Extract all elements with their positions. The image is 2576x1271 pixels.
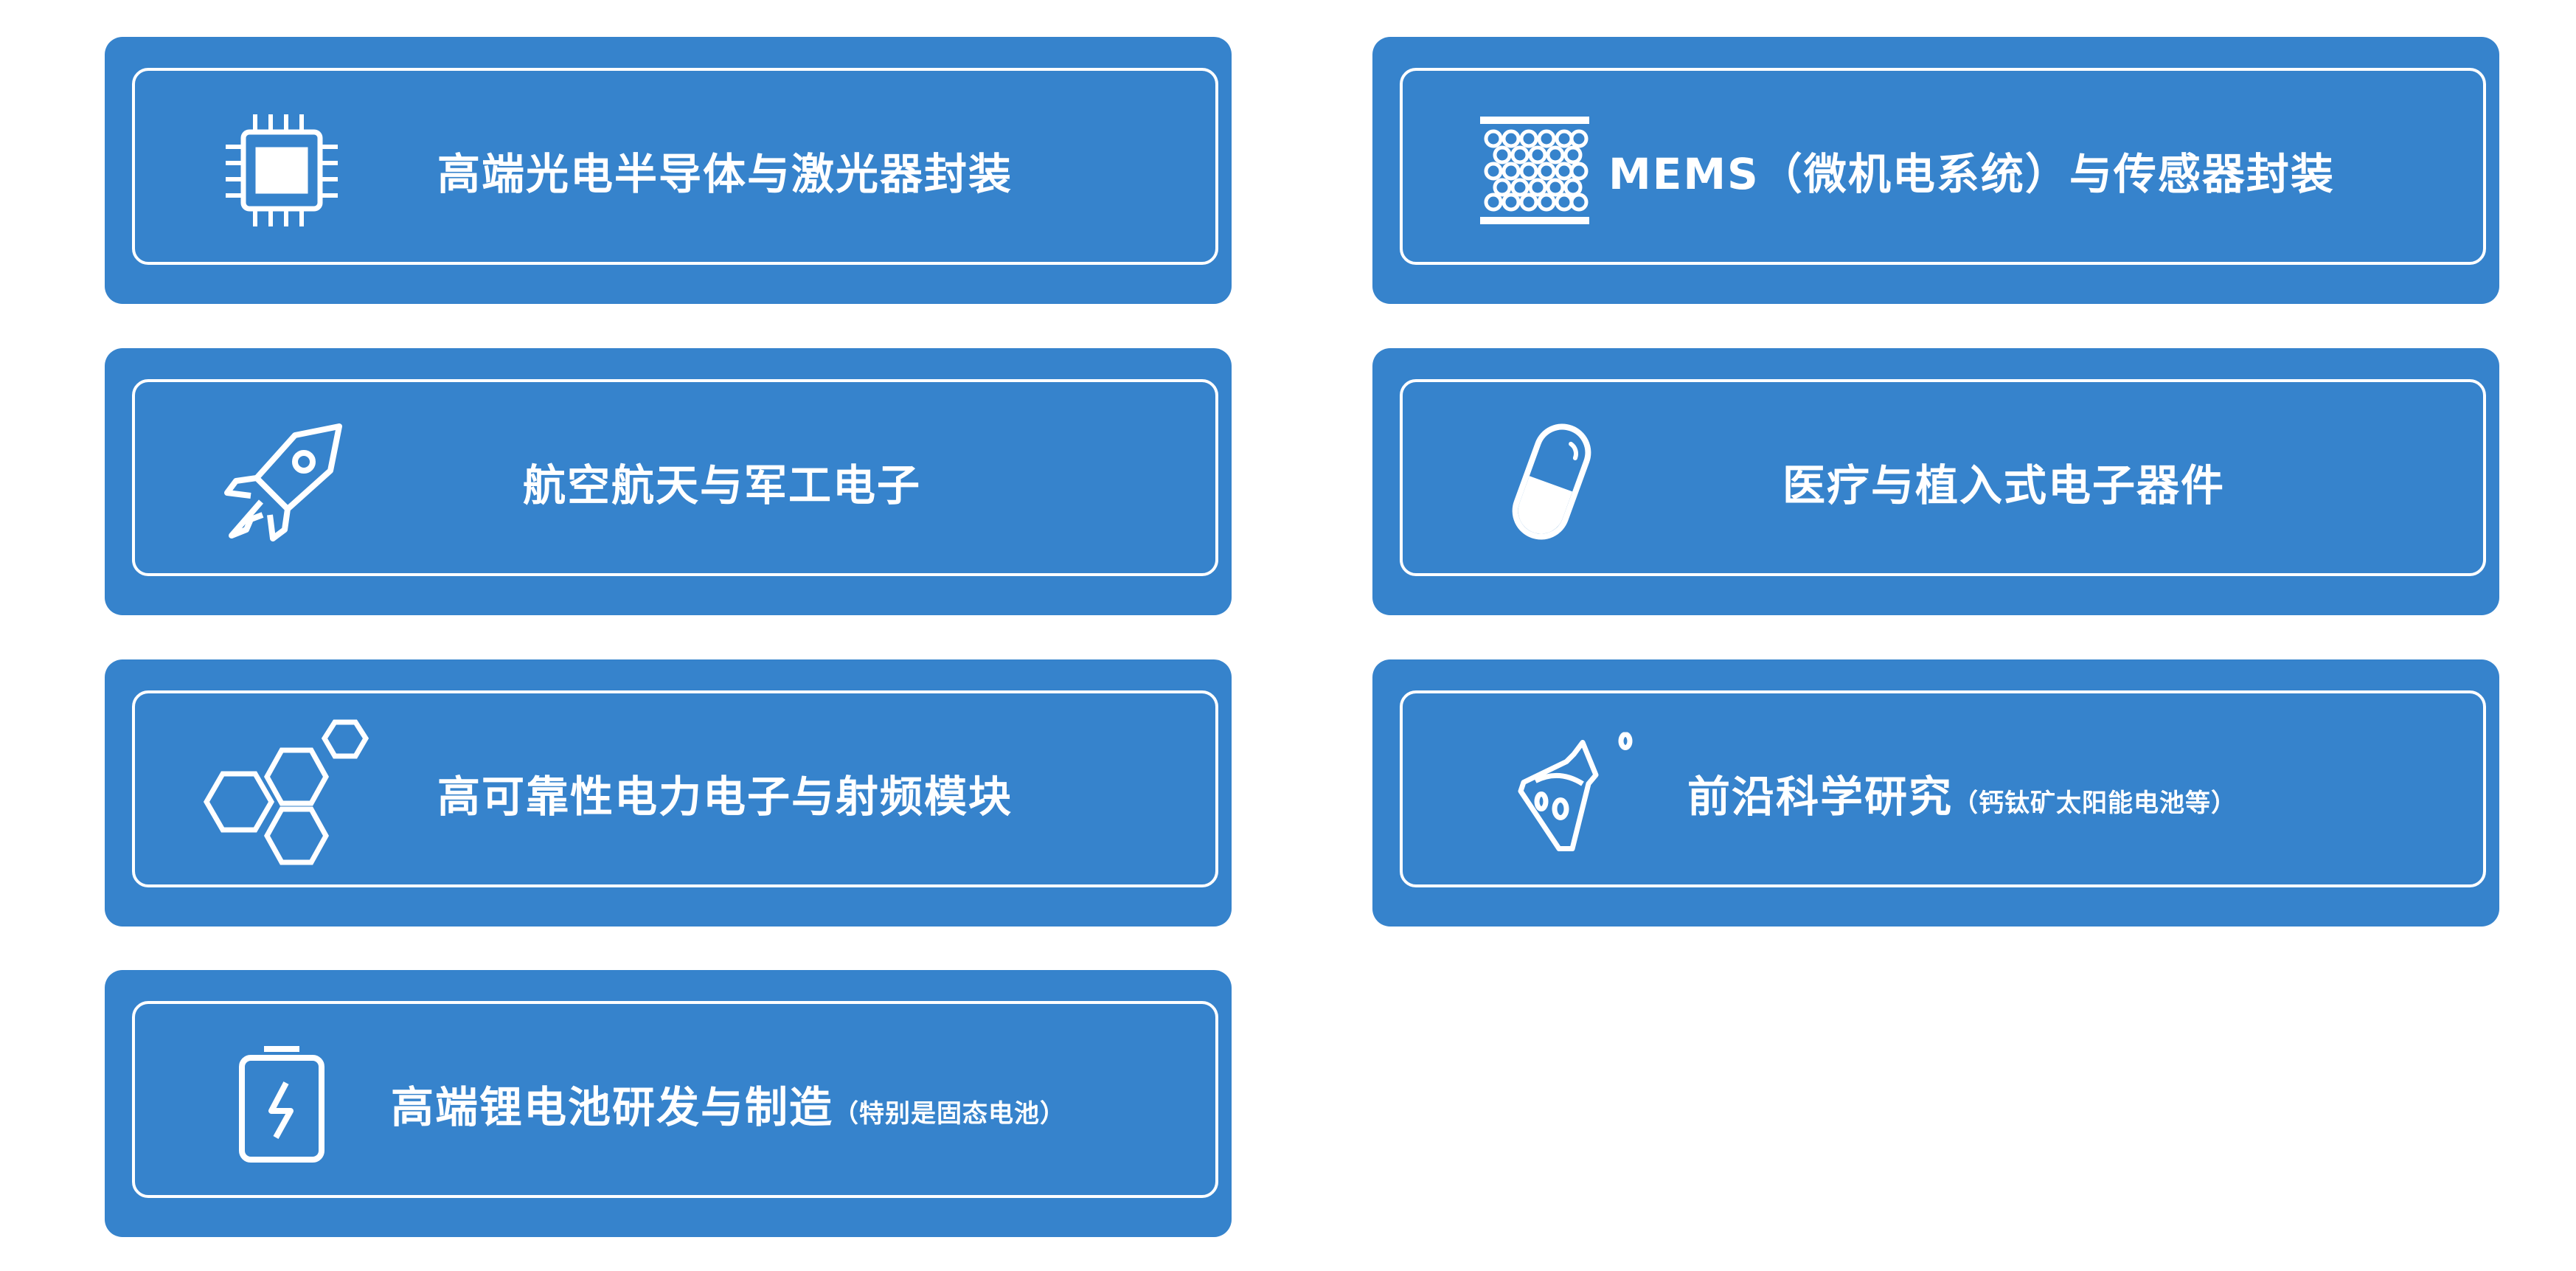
chip-icon xyxy=(223,111,341,229)
capsule-icon xyxy=(1504,419,1600,544)
card-inner-border xyxy=(1400,690,2486,887)
card-aerospace-military: 航空航天与军工电子 xyxy=(105,348,1232,615)
card-medical-implant: 医疗与植入式电子器件 xyxy=(1372,348,2499,615)
card-title-main: 高端锂电池研发与制造 xyxy=(391,1082,834,1132)
card-title: 高端锂电池研发与制造（特别是固态电池） xyxy=(391,1073,1066,1135)
card-title-note: （钙钛矿太阳能电池等） xyxy=(1953,789,2237,818)
card-title: MEMS（微机电系统）与传感器封装 xyxy=(1608,149,2335,199)
card-inner-border xyxy=(132,1001,1218,1198)
flask-icon xyxy=(1515,732,1636,854)
card-inner-border xyxy=(132,379,1218,576)
card-inner-border xyxy=(132,68,1218,265)
card-frontier-research: 前沿科学研究（钙钛矿太阳能电池等） xyxy=(1372,659,2499,927)
card-inner-border xyxy=(1400,68,2486,265)
card-inner-border xyxy=(132,690,1218,887)
rocket-icon xyxy=(221,419,347,544)
card-title: 航空航天与军工电子 xyxy=(523,460,922,510)
card-mems-sensor: MEMS（微机电系统）与传感器封装 xyxy=(1372,37,2499,304)
card-optoelectronic-semiconductor: 高端光电半导体与激光器封装 xyxy=(105,37,1232,304)
card-title: 医疗与植入式电子器件 xyxy=(1782,460,2226,510)
card-power-rf-modules: 高可靠性电力电子与射频模块 xyxy=(105,659,1232,927)
card-inner-border xyxy=(1400,379,2486,576)
card-title: 前沿科学研究（钙钛矿太阳能电池等） xyxy=(1687,762,2237,824)
card-title: 高端光电半导体与激光器封装 xyxy=(437,149,1013,199)
card-title-note: （特别是固态电池） xyxy=(833,1099,1066,1129)
card-lithium-battery: 高端锂电池研发与制造（特别是固态电池） xyxy=(105,970,1232,1237)
mesh-icon xyxy=(1479,115,1591,226)
card-title: 高可靠性电力电子与射频模块 xyxy=(437,772,1013,822)
card-title-main: 前沿科学研究 xyxy=(1687,772,1954,822)
hexagons-icon xyxy=(201,719,374,867)
battery-icon xyxy=(237,1045,326,1163)
